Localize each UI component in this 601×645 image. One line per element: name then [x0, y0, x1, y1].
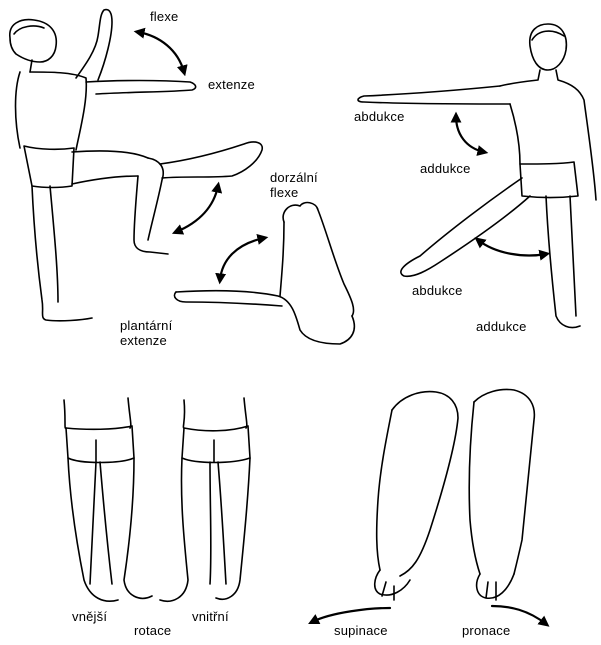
figure-supination-pronation [312, 390, 546, 625]
label-rotace: rotace [134, 624, 171, 638]
label-plantarni-extenze: plantární extenze [120, 318, 172, 348]
figure-abduction-adduction [358, 24, 596, 328]
label-pronace: pronace [462, 624, 510, 638]
label-vnejsi: vnější [72, 610, 107, 624]
label-extenze: extenze [208, 78, 255, 92]
label-addukce-leg: addukce [476, 320, 527, 334]
figure-leg-rotation [64, 398, 250, 601]
label-flexe: flexe [150, 10, 178, 24]
label-abdukce-leg: abdukce [412, 284, 463, 298]
label-vnitrni: vnitřní [192, 610, 229, 624]
label-addukce-arm: addukce [420, 162, 471, 176]
label-supinace: supinace [334, 624, 388, 638]
label-dorzalni-flexe: dorzální flexe [270, 170, 318, 200]
label-abdukce-arm: abdukce [354, 110, 405, 124]
